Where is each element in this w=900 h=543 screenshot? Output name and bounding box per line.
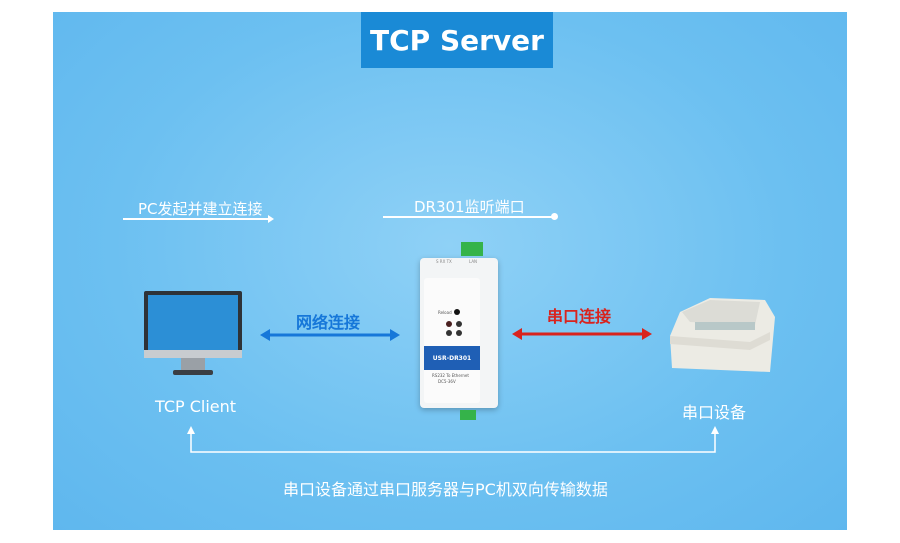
lan-label: LAN	[469, 259, 478, 264]
terminal-block-icon	[461, 242, 483, 256]
reload-button	[454, 309, 460, 315]
bottom-caption: 串口设备通过串口服务器与PC机双向传输数据	[283, 480, 608, 499]
serial-bidirectional-arrow	[512, 328, 652, 340]
module-power: DC5-36V	[438, 379, 456, 384]
module-subtitle: RS232 To Ethernet	[432, 373, 469, 378]
diagram-title: TCP Server	[361, 12, 553, 68]
tcp-client-label: TCP Client	[155, 397, 237, 416]
port-label: S RX TX	[436, 259, 452, 264]
terminal-block-bottom-icon	[460, 410, 476, 420]
bidirectional-loop-arrow	[187, 426, 719, 453]
reload-label: Reload	[438, 310, 452, 315]
pwr-led	[446, 321, 452, 327]
serial-device-label: 串口设备	[682, 403, 747, 422]
network-link-label: 网络连接	[296, 313, 361, 332]
work-led	[456, 321, 462, 327]
server-listen-line	[383, 216, 553, 218]
brand-label: USR-DR301	[424, 346, 480, 370]
arrow-head-icon	[268, 215, 274, 223]
pc-monitor-icon	[144, 291, 242, 375]
network-bidirectional-arrow	[260, 329, 400, 341]
serial-printer-icon	[670, 298, 775, 372]
tx-led	[456, 330, 462, 336]
usr-dr301-device: S RX TX LAN Reload USR-DR301 RS232 To Et…	[420, 242, 498, 420]
serial-link-label: 串口连接	[547, 307, 612, 326]
server-action-label: DR301监听端口	[414, 198, 525, 216]
listen-dot-icon	[551, 213, 558, 220]
pc-action-arrow	[123, 218, 271, 220]
rx-led	[446, 330, 452, 336]
pc-action-label: PC发起并建立连接	[138, 200, 263, 218]
